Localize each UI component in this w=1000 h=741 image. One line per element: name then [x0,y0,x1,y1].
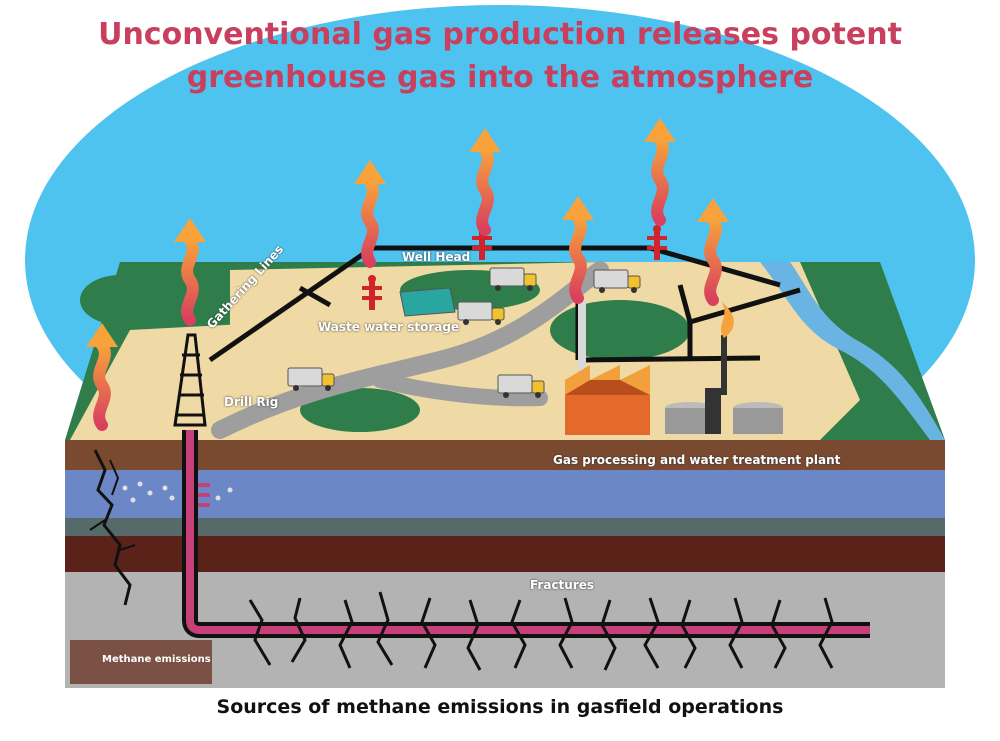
processing-plant [565,300,783,435]
title-line-1: Unconventional gas production releases p… [98,17,902,52]
road [211,261,609,439]
legend-label: Methane emissions [102,654,211,665]
aquifer-layer [65,470,945,518]
river [760,262,945,440]
label-fractures: Fractures [530,578,595,592]
legend: Methane emissions [70,640,212,684]
label-waste-water-storage: Waste water storage [318,320,460,334]
fracture [93,449,132,606]
horizontal-fractures [248,591,834,671]
drill-rig [173,333,207,427]
soil-layer [65,440,945,470]
deep-rock-layer [65,536,945,572]
caption: Sources of methane emissions in gasfield… [216,696,784,718]
label-well-head: Well Head [402,250,471,264]
label-processing-plant: Gas processing and water treatment plant [553,453,841,467]
title-line-2: greenhouse gas into the atmosphere [186,60,814,95]
waste-water-pond [399,287,456,317]
label-drill-rig: Drill Rig [224,395,279,409]
